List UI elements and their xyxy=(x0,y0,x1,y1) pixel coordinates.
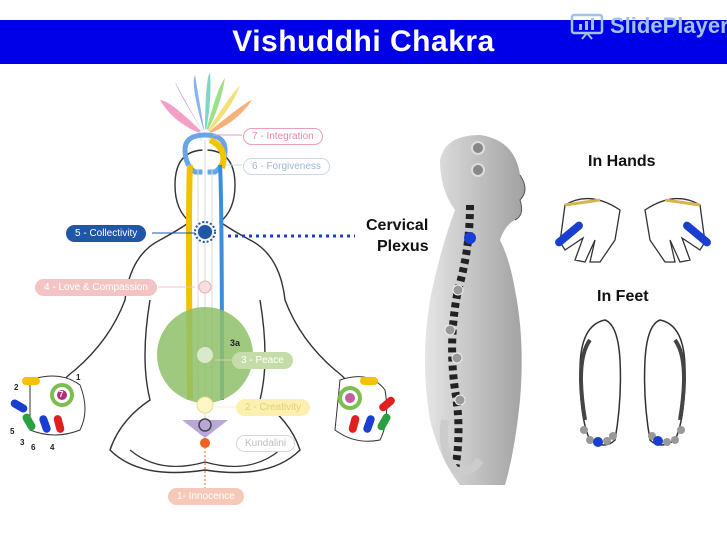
title-bar: Vishuddhi Chakra xyxy=(0,20,727,64)
palm-number: 3 xyxy=(20,438,25,447)
cervical-label-line1: Cervical xyxy=(366,217,429,234)
chakra-tag-innocence: 1- Innocence xyxy=(168,488,244,505)
palm-number: 1 xyxy=(76,373,81,382)
palm-number: 2 xyxy=(14,383,19,392)
cervical-label-line2: Plexus xyxy=(377,238,429,255)
palm-number: 6 xyxy=(31,443,36,452)
right-hand-icon xyxy=(334,376,395,442)
palm-number: 5 xyxy=(10,427,15,436)
chakra-tag-collectivity: 5 - Collectivity xyxy=(66,225,147,242)
hands-diagram xyxy=(555,198,711,263)
slide-title: Vishuddhi Chakra xyxy=(232,25,495,58)
chakra-tag-creativity: 2 - Creativity xyxy=(236,399,311,416)
chakra-tag-forgiveness: 6 - Forgiveness xyxy=(243,158,330,175)
chakra-tag-kundalini: Kundalini xyxy=(236,435,296,452)
palm-number: 4 xyxy=(50,443,55,452)
spine-profile-figure xyxy=(425,135,526,485)
presentation-icon xyxy=(570,13,604,40)
palm-number: 7 xyxy=(59,390,64,399)
in-feet-label: In Feet xyxy=(597,288,649,305)
logo-text: SlidePlayer xyxy=(610,13,727,38)
slideplayer-logo[interactable]: SlidePlayer xyxy=(570,12,727,40)
chakra-tag-peace: 3 - Peace xyxy=(232,352,293,369)
in-hands-label: In Hands xyxy=(588,153,656,170)
feet-diagram xyxy=(579,319,686,447)
chakra-tag-integration: 7 - Integration xyxy=(243,128,323,145)
sahasrara-lotus-icon xyxy=(160,72,252,142)
left-hand-icon xyxy=(10,375,86,436)
chakra-tag-love-compassion: 4 - Love & Compassion xyxy=(35,279,157,296)
sub-chakra-label: 3a xyxy=(230,338,241,348)
